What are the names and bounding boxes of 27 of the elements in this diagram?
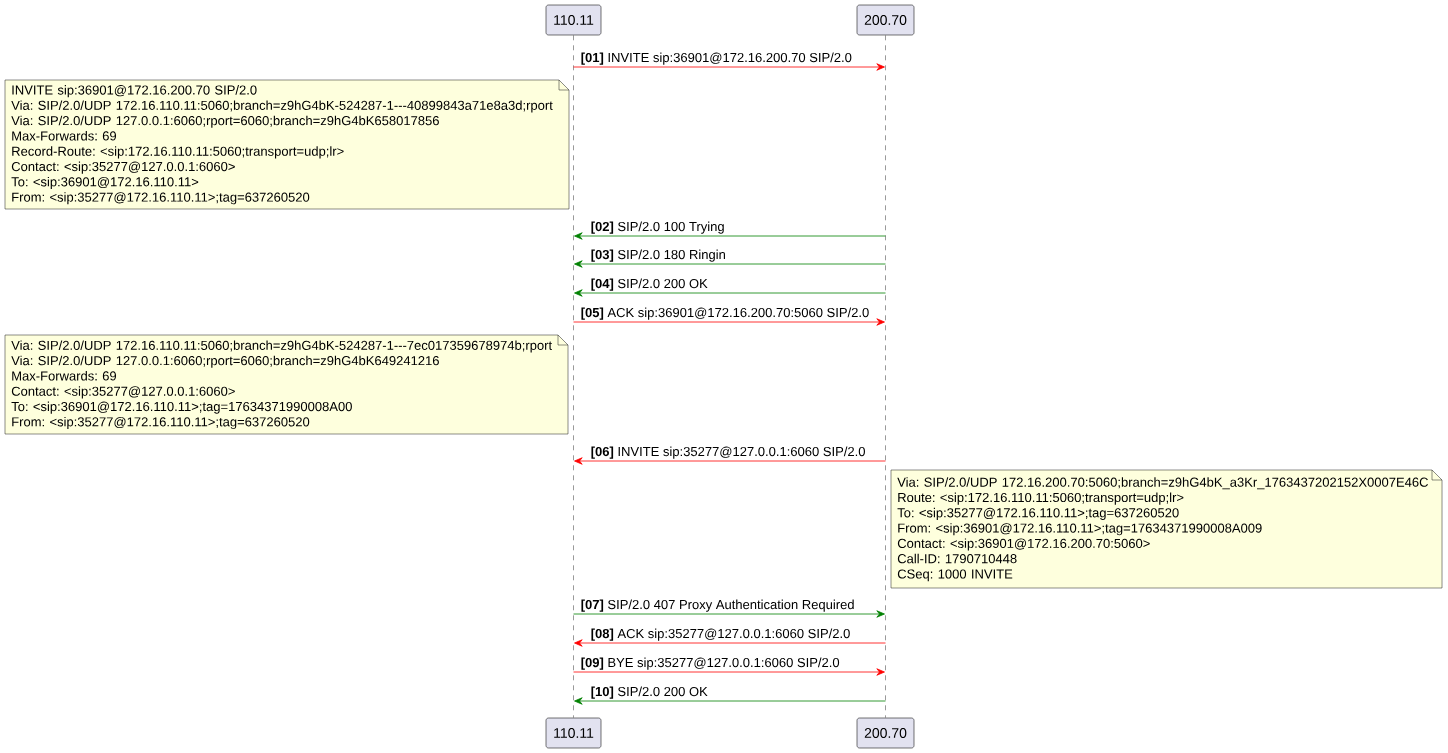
- note: INVITE sip:36901@172.16.200.70 SIP/2.0 Via: SIP/2.0/UDP 172.16.110.11:5060;branch=z9hG4bK-524287-1---40899843a71e8a3d;rport Via: SIP/2.0/UDP 127.0.0.1:6060;rport=6060;branch=z9hG4bK658017856 Max-Forwards: 69 Record-Route: <sip:172.16.110.11:5060;transport=udp;lr> Contact: <sip:35277@127.0.0.1:6060> To: <sip:36901@172.16.110.11> From: <sip:35277@172.16.110.11>;tag=637260520: [4, 79, 570, 210]
- message-label: [08] ACK sip:35277@127.0.0.1:6060 SIP/2.0: [589, 627, 852, 642]
- message-arrow: [574, 639, 886, 647]
- message-label: [04] SIP/2.0 200 OK: [589, 277, 709, 292]
- note: Via: SIP/2.0/UDP 172.16.200.70:5060;branch=z9hG4bK_a3Kr_1763437202152X0007E46C Route: <sip:172.16.110.11:5060;transport=udp;lr> To: <sip:35277@172.16.110.11>;tag=637260520 From: <sip:36901@172.16.110.11>;tag=17634371990008A009 Contact: <sip:36901@172.16.200.70:5060> Call-ID: 1790710448 CSeq: 1000 INVITE: [890, 469, 1443, 589]
- message-label: [01] INVITE sip:36901@172.16.200.70 SIP/2.0: [579, 51, 853, 66]
- participant-box: 110.11: [545, 717, 602, 749]
- message-arrow: [574, 457, 886, 465]
- message-arrow: [573, 610, 885, 618]
- message-label: [07] SIP/2.0 407 Proxy Authentication Required: [579, 598, 856, 613]
- note: Via: SIP/2.0/UDP 172.16.110.11:5060;branch=z9hG4bK-524287-1---7ec017359678974b;rport Via: SIP/2.0/UDP 127.0.0.1:6060;rport=6060;branch=z9hG4bK649241216 Max-Forwards: 69 Contact: <sip:35277@127.0.0.1:6060> To: <sip:36901@172.16.110.11>;tag=17634371990008A00 From: <sip:35277@172.16.110.11>;tag=637260520: [4, 334, 569, 435]
- participant-box: 200.70: [856, 4, 915, 36]
- participant-box: 200.70: [856, 717, 915, 749]
- message-label: [10] SIP/2.0 200 OK: [589, 685, 709, 700]
- message-label: [06] INVITE sip:35277@127.0.0.1:6060 SIP/2.0: [589, 445, 867, 460]
- message-arrow: [573, 668, 885, 676]
- message-arrow: [573, 318, 885, 326]
- message-label: [02] SIP/2.0 100 Trying: [589, 220, 726, 235]
- message-arrow: [574, 289, 886, 297]
- participant-box: 110.11: [545, 4, 602, 36]
- message-arrow: [574, 260, 886, 268]
- message-label: [05] ACK sip:36901@172.16.200.70:5060 SIP/2.0: [579, 306, 871, 321]
- message-arrow: [573, 63, 885, 71]
- message-label: [03] SIP/2.0 180 Ringin: [589, 248, 727, 263]
- message-arrow: [574, 232, 886, 240]
- message-arrow: [574, 697, 886, 705]
- message-label: [09] BYE sip:35277@127.0.0.1:6060 SIP/2.0: [579, 656, 841, 671]
